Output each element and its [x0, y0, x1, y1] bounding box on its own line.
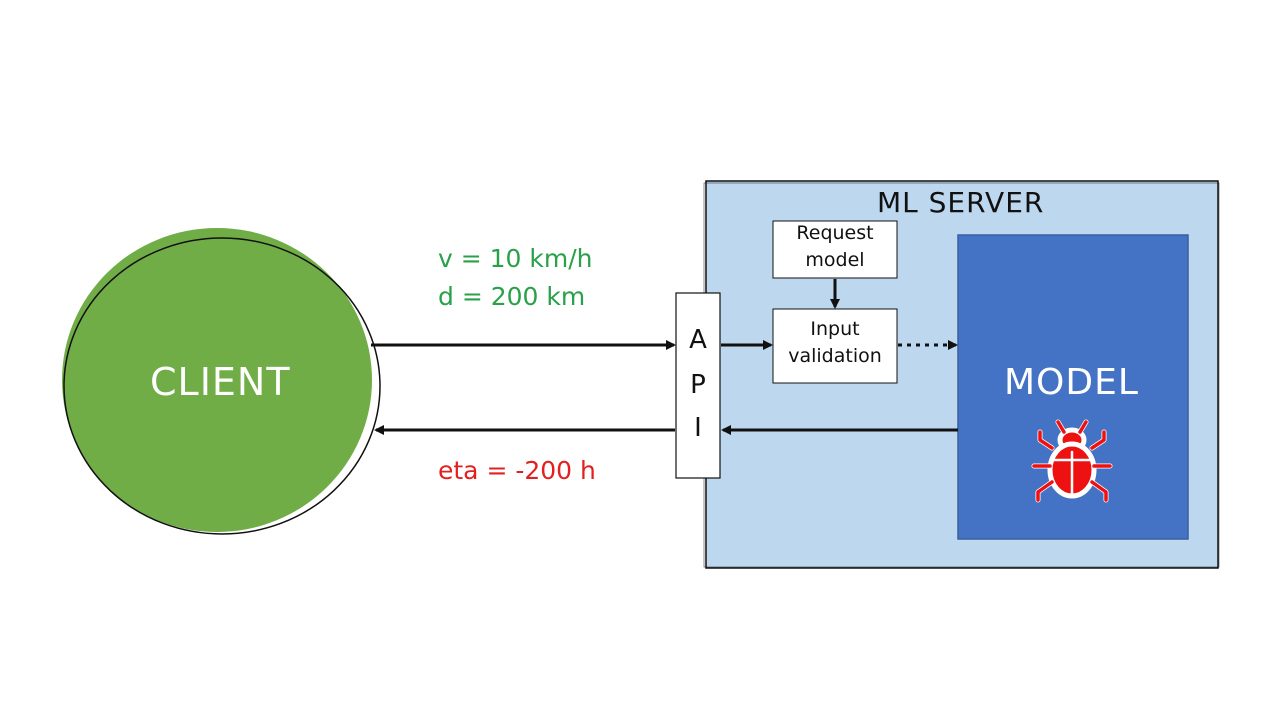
input-validation-text: Input validation [773, 316, 897, 370]
input-validation-line1: Input [810, 318, 860, 340]
model-box [957, 234, 1189, 540]
request-annotation: v = 10 km/h d = 200 km [438, 240, 593, 316]
input-validation-line2: validation [788, 345, 882, 367]
client-node [62, 228, 381, 535]
request-model-text: Request model [773, 220, 897, 274]
api-letter-p: P [690, 370, 706, 400]
model-label: MODEL [1004, 362, 1139, 403]
input-validation-box [772, 308, 898, 384]
response-annotation: eta = -200 h [438, 456, 596, 485]
request-model-line1: Request [796, 222, 874, 244]
api-letter-a: A [689, 325, 707, 355]
bug-icon [1031, 419, 1113, 503]
api-letter-i: I [694, 413, 702, 443]
request-model-box [772, 220, 898, 279]
client-circle [62, 228, 372, 532]
request-velocity: v = 10 km/h [438, 244, 593, 273]
request-model-line2: model [805, 249, 865, 271]
api-box [675, 292, 721, 479]
client-outline [63, 237, 381, 535]
request-distance: d = 200 km [438, 282, 586, 311]
ml-server-label: ML SERVER [877, 186, 1045, 219]
client-label: CLIENT [150, 360, 291, 404]
